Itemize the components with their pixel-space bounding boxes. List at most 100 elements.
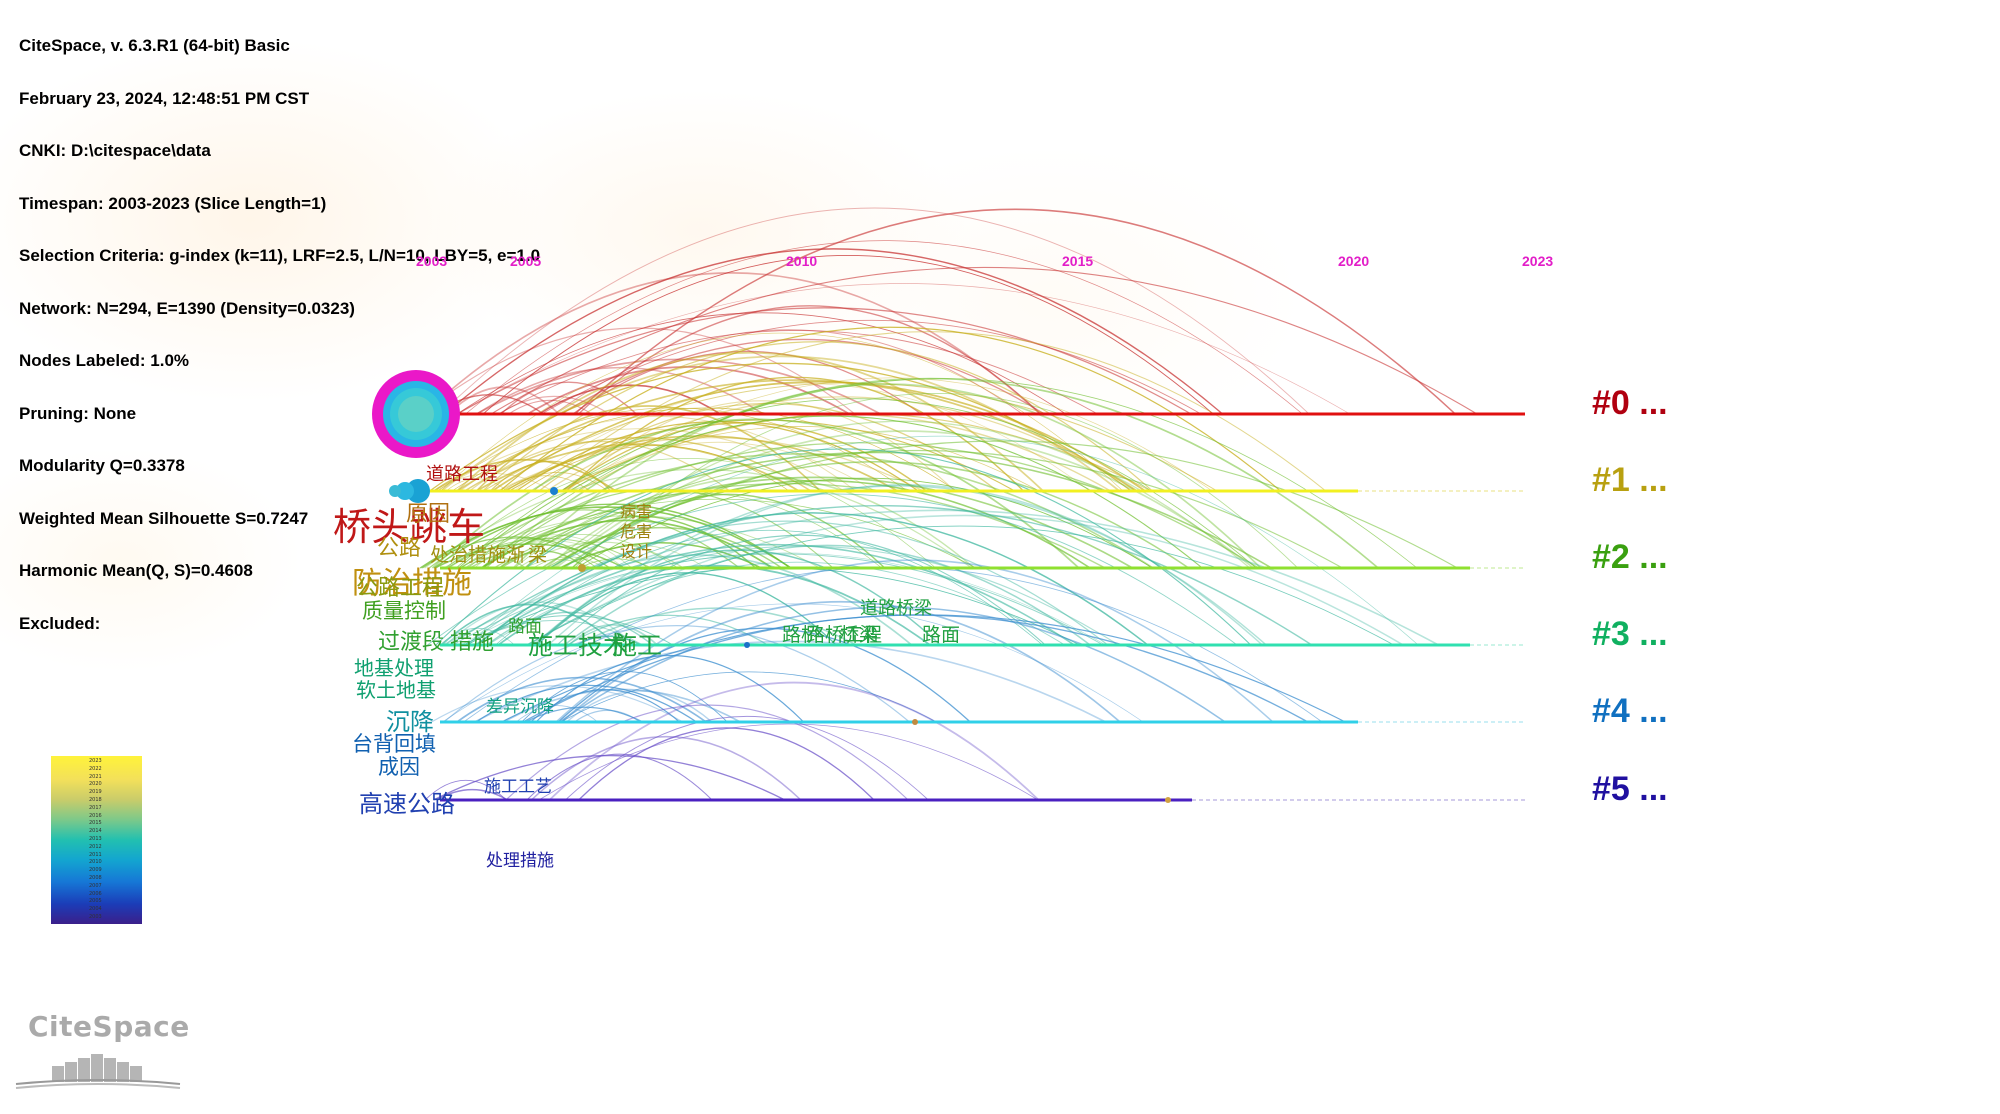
cluster-labels: #0 ... #1 ... #2 ... #3 ... #4 ... #5 ..… xyxy=(1592,384,1668,808)
citation-arc xyxy=(562,461,1190,569)
citation-arc xyxy=(506,472,609,492)
keyword-label[interactable]: 施工工艺 xyxy=(484,777,552,797)
citation-arc xyxy=(455,398,1257,569)
keyword-label[interactable]: 施工 xyxy=(612,631,663,660)
year-label: 2005 xyxy=(510,253,541,269)
keyword-label[interactable]: 路桥工程 xyxy=(806,624,883,646)
info-line: Excluded: xyxy=(19,613,101,633)
keyword-label[interactable]: 差异沉降 xyxy=(486,697,554,717)
citation-arc xyxy=(431,418,1080,569)
citation-arc xyxy=(577,607,857,646)
citation-arc xyxy=(533,331,1327,492)
keyword-label[interactable]: 渐 xyxy=(506,544,526,566)
citation-arc xyxy=(570,545,706,569)
keyword-label[interactable]: 台背回填 xyxy=(352,732,436,756)
keyword-label[interactable]: 桥头跳车 xyxy=(333,505,486,549)
citation-arc xyxy=(555,559,1274,723)
citation-arc xyxy=(548,681,1040,801)
keyword-label[interactable]: 高速公路 xyxy=(359,790,455,818)
info-line: Harmonic Mean(Q, S)=0.4608 xyxy=(19,561,253,580)
node-circle[interactable] xyxy=(396,482,414,500)
info-line: CiteSpace, v. 6.3.R1 (64-bit) Basic xyxy=(19,36,290,55)
keyword-label[interactable]: 桥梁 xyxy=(840,624,879,646)
node-circle[interactable] xyxy=(744,642,750,648)
citation-arc xyxy=(422,272,1041,415)
node-circle[interactable] xyxy=(578,564,586,572)
citation-arc xyxy=(466,619,644,646)
citation-arc xyxy=(469,440,731,492)
info-line: Network: N=294, E=1390 (Density=0.0323) xyxy=(19,298,355,318)
keyword-label[interactable]: 路桥 xyxy=(782,624,821,646)
citation-arc xyxy=(486,611,654,646)
citation-arc xyxy=(498,550,587,569)
citation-arc xyxy=(458,415,1203,569)
citation-arc xyxy=(568,624,658,646)
citation-arc xyxy=(499,476,1134,569)
keyword-label[interactable]: 措施 xyxy=(450,630,495,655)
keyword-label[interactable]: 道路桥梁 xyxy=(860,598,932,619)
citation-arc xyxy=(505,704,909,801)
keyword-label[interactable]: 梁 xyxy=(528,544,548,566)
legend-tick: 2003 xyxy=(89,914,102,920)
keyword-label[interactable]: 过渡段 xyxy=(378,630,445,655)
keyword-label[interactable]: 处治措施 xyxy=(430,544,507,566)
citation-arc xyxy=(513,383,1091,492)
citation-arc xyxy=(475,684,697,723)
info-line: February 23, 2024, 12:48:51 PM CST xyxy=(19,88,310,108)
keyword-label[interactable]: 病害 xyxy=(620,502,653,521)
node-circle[interactable] xyxy=(550,487,558,495)
logo-text: CiteSpace xyxy=(28,1010,190,1043)
keyword-label[interactable]: 软土地基 xyxy=(356,678,436,702)
cluster-label-2[interactable]: #2 ... xyxy=(1592,538,1668,576)
cluster-label-5[interactable]: #5 ... xyxy=(1592,770,1668,808)
citation-arc xyxy=(424,780,507,801)
year-label: 2003 xyxy=(416,253,447,269)
keyword-label[interactable]: 成因 xyxy=(378,755,420,779)
keyword-label[interactable]: 道路工程 xyxy=(426,464,498,485)
info-line: Weighted Mean Silhouette S=0.7247 xyxy=(19,508,309,528)
keyword-label[interactable]: 防治措施 xyxy=(352,566,472,601)
cluster-label-0[interactable]: #0 ... xyxy=(1592,384,1668,422)
keyword-label[interactable]: 施工技术 xyxy=(528,631,629,660)
citation-arc xyxy=(527,561,1066,646)
citation-arc xyxy=(443,515,821,569)
keyword-label[interactable]: 质量控制 xyxy=(362,599,446,623)
keyword-label[interactable]: 原因 xyxy=(406,502,451,527)
legend-tick: 2016 xyxy=(89,812,102,819)
citation-arc xyxy=(466,520,1109,646)
cluster-label-4[interactable]: #4 ... xyxy=(1592,692,1668,730)
keyword-label[interactable]: 地基处理 xyxy=(354,656,434,680)
citation-arc xyxy=(433,472,553,492)
citation-arc xyxy=(578,727,875,801)
citation-arc xyxy=(553,329,1023,415)
citation-arc xyxy=(421,536,611,569)
citation-arc xyxy=(452,553,1104,646)
cluster-label-3[interactable]: #3 ... xyxy=(1592,615,1668,653)
citation-arc xyxy=(466,615,674,646)
node-circle[interactable] xyxy=(389,485,401,497)
citation-arc xyxy=(515,705,599,723)
node-circle[interactable] xyxy=(1165,797,1171,803)
legend-tick: 2022 xyxy=(89,765,102,772)
citation-arc xyxy=(546,396,1137,492)
node-circle[interactable] xyxy=(912,719,918,725)
citation-arc xyxy=(483,382,1218,492)
keyword-label[interactable]: 沉降 xyxy=(386,708,434,736)
keyword-label[interactable]: 设计 xyxy=(620,542,653,561)
node-circle[interactable] xyxy=(406,479,430,503)
citation-arc xyxy=(566,690,713,723)
keyword-nodes[interactable] xyxy=(372,370,1171,803)
keyword-label[interactable]: 公路 xyxy=(377,536,422,561)
keyword-label[interactable]: 路面 xyxy=(508,617,542,637)
keyword-label[interactable]: 危害 xyxy=(620,522,653,541)
citation-arcs xyxy=(419,207,1478,801)
keyword-label[interactable]: 公路工程 xyxy=(356,576,445,601)
node-circle[interactable] xyxy=(398,396,434,432)
keyword-label[interactable]: 处理措施 xyxy=(486,851,554,871)
keyword-label[interactable]: 路面 xyxy=(922,624,961,646)
legend-tick: 2018 xyxy=(89,797,102,803)
citation-arc xyxy=(440,355,1120,492)
cluster-label-1[interactable]: #1 ... xyxy=(1592,461,1668,499)
